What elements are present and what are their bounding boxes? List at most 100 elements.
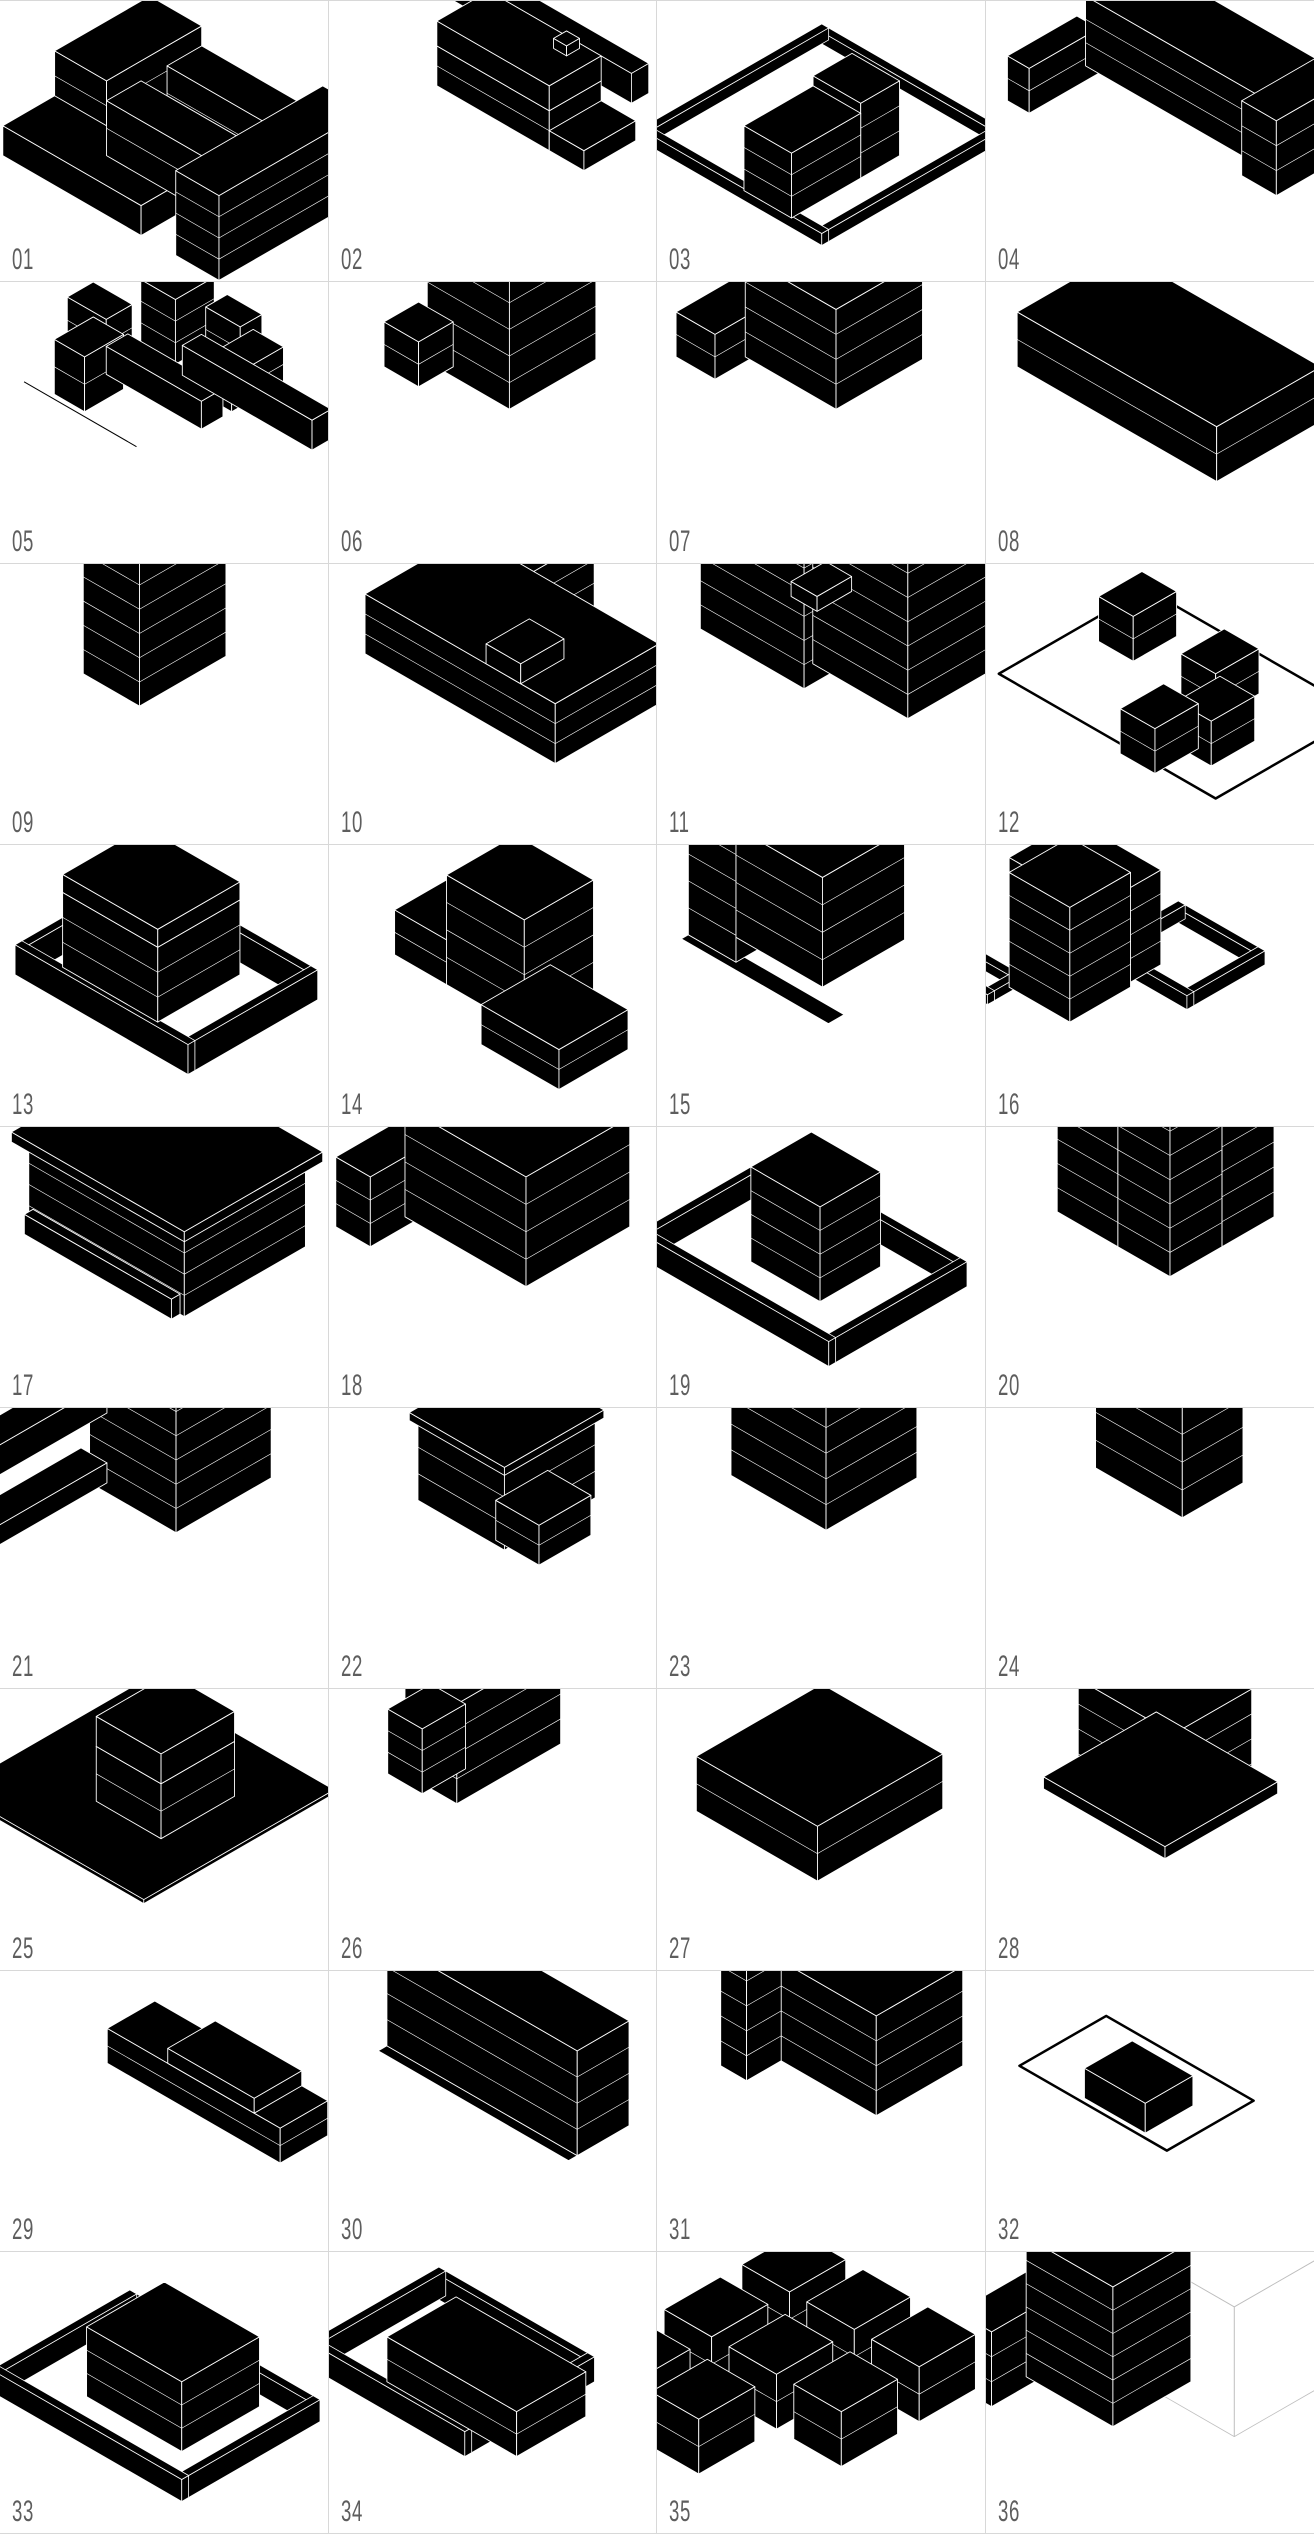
isometric-building-drawing xyxy=(657,1,985,281)
building-number-label: 15 xyxy=(669,1092,691,1118)
building-cell-16: 16 xyxy=(986,845,1314,1126)
building-number-label: 17 xyxy=(12,1373,34,1399)
building-cell-25: 25 xyxy=(0,1689,329,1970)
building-cell-06: 06 xyxy=(329,282,658,563)
isometric-building-drawing xyxy=(986,282,1314,562)
isometric-building-drawing xyxy=(0,2252,328,2532)
building-number-label: 07 xyxy=(669,529,691,555)
building-number-label: 18 xyxy=(341,1373,363,1399)
isometric-building-drawing xyxy=(657,1127,985,1407)
building-cell-34: 34 xyxy=(329,2252,658,2533)
building-cell-15: 15 xyxy=(657,845,986,1126)
building-cell-36: 36 xyxy=(986,2252,1314,2533)
isometric-building-drawing xyxy=(657,282,985,562)
building-number-label: 03 xyxy=(669,247,691,273)
building-number-label: 11 xyxy=(669,810,690,836)
building-number-label: 06 xyxy=(341,529,363,555)
building-number-label: 30 xyxy=(341,2217,363,2243)
isometric-building-drawing xyxy=(329,2252,657,2532)
building-number-label: 28 xyxy=(998,1936,1020,1962)
building-number-label: 34 xyxy=(341,2499,363,2525)
building-number-label: 08 xyxy=(998,529,1020,555)
isometric-building-drawing xyxy=(329,1,657,281)
isometric-building-drawing xyxy=(657,2252,985,2532)
isometric-building-drawing xyxy=(986,1971,1314,2251)
building-number-label: 21 xyxy=(12,1654,34,1680)
building-number-label: 27 xyxy=(669,1936,691,1962)
building-number-label: 35 xyxy=(669,2499,691,2525)
building-number-label: 32 xyxy=(998,2217,1020,2243)
building-cell-03: 03 xyxy=(657,1,986,282)
building-cell-08: 08 xyxy=(986,282,1314,563)
isometric-building-drawing xyxy=(329,1127,657,1407)
building-cell-26: 26 xyxy=(329,1689,658,1970)
isometric-building-drawing xyxy=(329,1689,657,1969)
isometric-building-drawing xyxy=(986,845,1314,1125)
building-cell-23: 23 xyxy=(657,1408,986,1689)
building-number-label: 25 xyxy=(12,1936,34,1962)
building-cell-20: 20 xyxy=(986,1127,1314,1408)
building-number-label: 09 xyxy=(12,810,34,836)
isometric-building-drawing xyxy=(0,564,328,844)
isometric-building-drawing xyxy=(329,564,657,844)
building-number-label: 16 xyxy=(998,1092,1020,1118)
isometric-building-drawing xyxy=(657,1689,985,1969)
building-number-label: 01 xyxy=(12,247,34,273)
building-number-label: 20 xyxy=(998,1373,1020,1399)
isometric-building-drawing xyxy=(986,1408,1314,1688)
isometric-building-drawing xyxy=(986,564,1314,844)
isometric-building-drawing xyxy=(657,1971,985,2251)
building-cell-12: 12 xyxy=(986,564,1314,845)
building-cell-02: 02 xyxy=(329,1,658,282)
building-number-label: 02 xyxy=(341,247,363,273)
building-cell-31: 31 xyxy=(657,1971,986,2252)
building-number-label: 14 xyxy=(341,1092,363,1118)
building-cell-33: 33 xyxy=(0,2252,329,2533)
building-cell-29: 29 xyxy=(0,1971,329,2252)
building-cell-04: 04 xyxy=(986,1,1314,282)
building-number-label: 23 xyxy=(669,1654,691,1680)
building-cell-07: 07 xyxy=(657,282,986,563)
building-cell-19: 19 xyxy=(657,1127,986,1408)
isometric-building-drawing xyxy=(329,1408,657,1688)
isometric-building-drawing xyxy=(0,1,328,281)
building-number-label: 29 xyxy=(12,2217,34,2243)
isometric-building-drawing xyxy=(986,2252,1314,2532)
isometric-building-drawing xyxy=(986,1127,1314,1407)
building-cell-10: 10 xyxy=(329,564,658,845)
isometric-building-drawing xyxy=(329,282,657,562)
isometric-building-drawing xyxy=(329,845,657,1125)
isometric-building-drawing xyxy=(657,845,985,1125)
building-cell-35: 35 xyxy=(657,2252,986,2533)
building-cell-22: 22 xyxy=(329,1408,658,1689)
building-cell-32: 32 xyxy=(986,1971,1314,2252)
building-cell-27: 27 xyxy=(657,1689,986,1970)
building-number-label: 33 xyxy=(12,2499,34,2525)
isometric-building-drawing xyxy=(0,1408,328,1688)
isometric-building-drawing xyxy=(986,1,1314,281)
building-cell-11: 11 xyxy=(657,564,986,845)
isometric-building-drawing xyxy=(329,1971,657,2251)
isometric-building-drawing xyxy=(0,282,328,562)
building-number-label: 05 xyxy=(12,529,34,555)
building-cell-18: 18 xyxy=(329,1127,658,1408)
building-number-label: 26 xyxy=(341,1936,363,1962)
building-cell-13: 13 xyxy=(0,845,329,1126)
building-cell-17: 17 xyxy=(0,1127,329,1408)
building-cell-14: 14 xyxy=(329,845,658,1126)
building-number-label: 24 xyxy=(998,1654,1020,1680)
building-cell-21: 21 xyxy=(0,1408,329,1689)
isometric-building-drawing xyxy=(0,1689,328,1969)
building-number-label: 04 xyxy=(998,247,1020,273)
building-cell-09: 09 xyxy=(0,564,329,845)
building-number-label: 22 xyxy=(341,1654,363,1680)
building-number-label: 36 xyxy=(998,2499,1020,2525)
isometric-building-drawing xyxy=(0,1127,328,1407)
building-number-label: 19 xyxy=(669,1373,691,1399)
building-number-label: 12 xyxy=(998,810,1020,836)
building-number-label: 31 xyxy=(669,2217,691,2243)
building-cell-24: 24 xyxy=(986,1408,1314,1689)
building-cell-05: 05 xyxy=(0,282,329,563)
building-cell-01: 01 xyxy=(0,1,329,282)
